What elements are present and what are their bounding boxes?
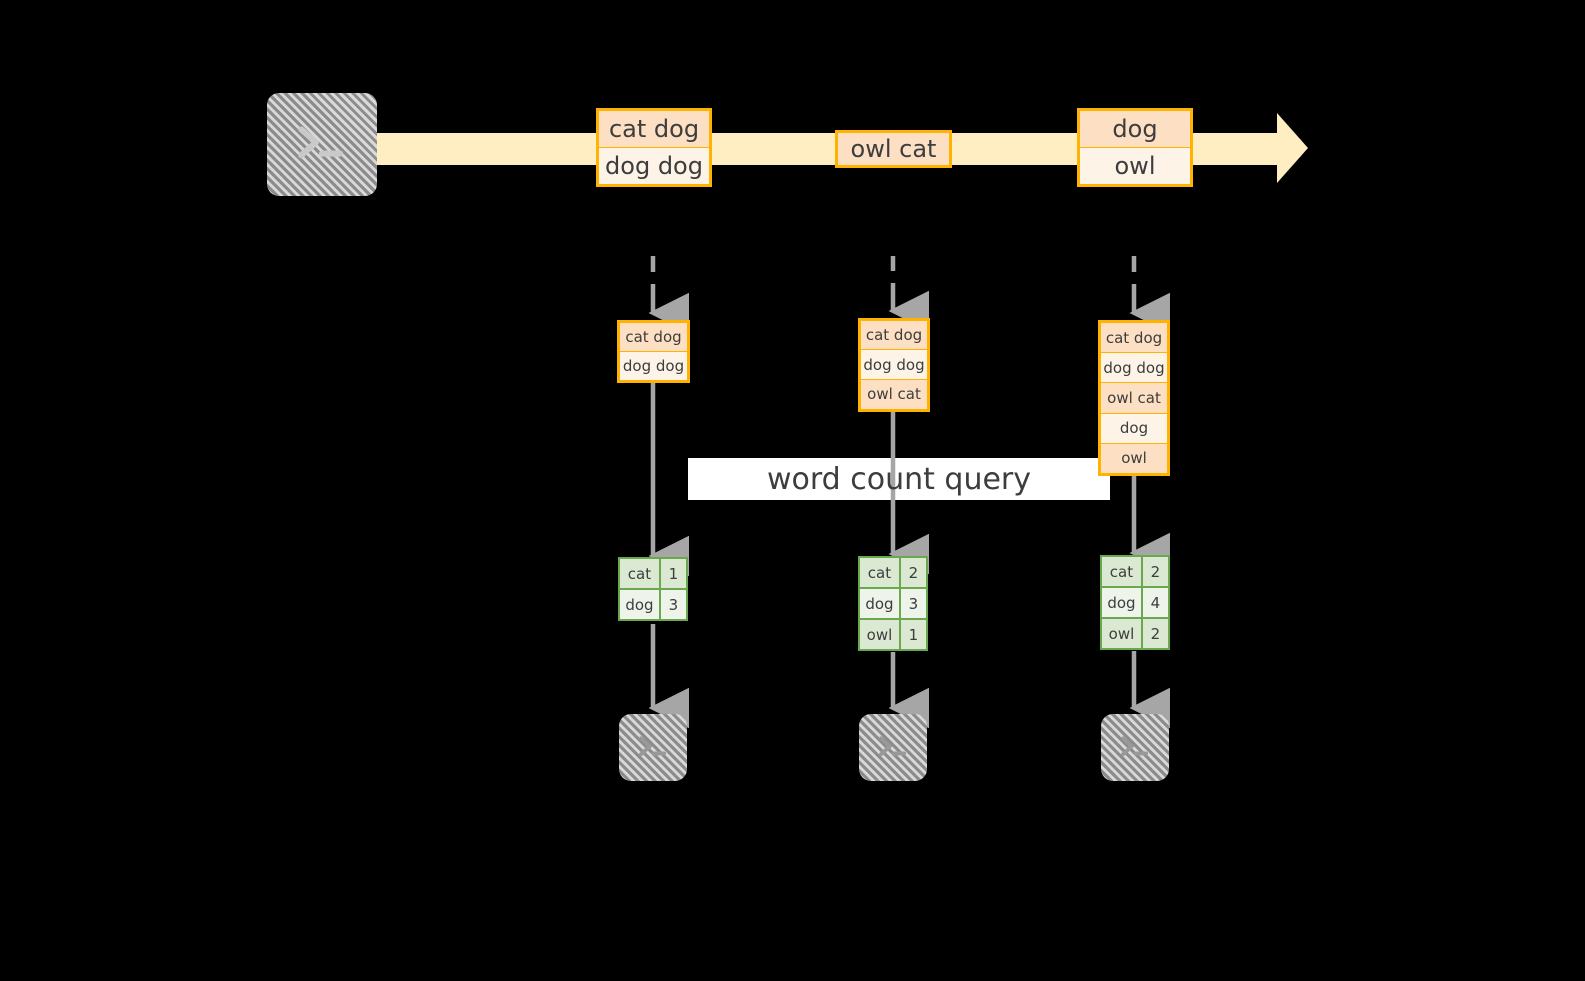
terminal-icon [879, 736, 907, 757]
snapshot-row: dog dog [861, 350, 927, 380]
snapshot-column-3: cat dog dog dog owl cat dog owl [1098, 320, 1170, 476]
count-word: cat [1102, 557, 1143, 586]
count-value: 2 [900, 558, 926, 587]
count-value: 1 [660, 559, 686, 588]
snapshot-row: dog dog [620, 352, 687, 380]
count-value: 1 [900, 620, 926, 649]
stream-record: cat dog [599, 111, 709, 149]
snapshot-row: cat dog [620, 323, 687, 352]
terminal-icon [1121, 736, 1149, 757]
table-row: owl 1 [860, 620, 926, 649]
count-word: owl [1102, 619, 1143, 648]
count-value: 4 [1142, 588, 1168, 617]
count-value: 2 [1142, 619, 1168, 648]
sink-terminal-column-1[interactable] [619, 714, 687, 781]
count-value: 2 [1142, 557, 1168, 586]
stream-group-1: cat dog dog dog [596, 108, 712, 187]
stream-record: owl cat [838, 133, 949, 165]
table-row: dog 3 [620, 590, 686, 619]
query-label: word count query [766, 461, 1032, 497]
table-row: cat 1 [620, 559, 686, 590]
stream-record: owl [1080, 148, 1190, 184]
stream-group-3: dog owl [1077, 108, 1193, 187]
snapshot-row: owl cat [1101, 383, 1167, 414]
stream-record: dog dog [599, 148, 709, 184]
count-value: 3 [900, 589, 926, 618]
count-word: dog [860, 589, 901, 618]
table-row: dog 3 [860, 589, 926, 620]
stream-record: dog [1080, 111, 1190, 149]
table-row: dog 4 [1102, 588, 1168, 619]
count-word: dog [620, 590, 661, 619]
sink-terminal-column-2[interactable] [859, 714, 927, 781]
table-row: owl 2 [1102, 619, 1168, 648]
count-word: cat [860, 558, 901, 587]
snapshot-column-2: cat dog dog dog owl cat [858, 318, 930, 412]
count-value: 3 [660, 590, 686, 619]
snapshot-row: cat dog [1101, 323, 1167, 354]
snapshot-row: cat dog [861, 321, 927, 351]
count-word: cat [620, 559, 661, 588]
snapshot-row: dog dog [1101, 353, 1167, 384]
count-table-column-3: cat 2 dog 4 owl 2 [1100, 555, 1170, 650]
count-table-column-2: cat 2 dog 3 owl 1 [858, 556, 928, 651]
snapshot-row: owl [1101, 443, 1167, 474]
snapshot-row: dog [1101, 413, 1167, 444]
count-table-column-1: cat 1 dog 3 [618, 557, 688, 621]
sink-terminal-column-3[interactable] [1101, 714, 1169, 781]
snapshot-row: owl cat [861, 379, 927, 410]
stream-group-2: owl cat [835, 130, 952, 168]
snapshot-column-1: cat dog dog dog [617, 320, 690, 383]
terminal-icon [298, 126, 344, 159]
source-terminal[interactable] [267, 93, 377, 196]
count-word: dog [1102, 588, 1143, 617]
query-banner [688, 458, 1110, 500]
count-word: owl [860, 620, 901, 649]
terminal-icon [639, 736, 667, 757]
table-row: cat 2 [860, 558, 926, 589]
table-row: cat 2 [1102, 557, 1168, 588]
